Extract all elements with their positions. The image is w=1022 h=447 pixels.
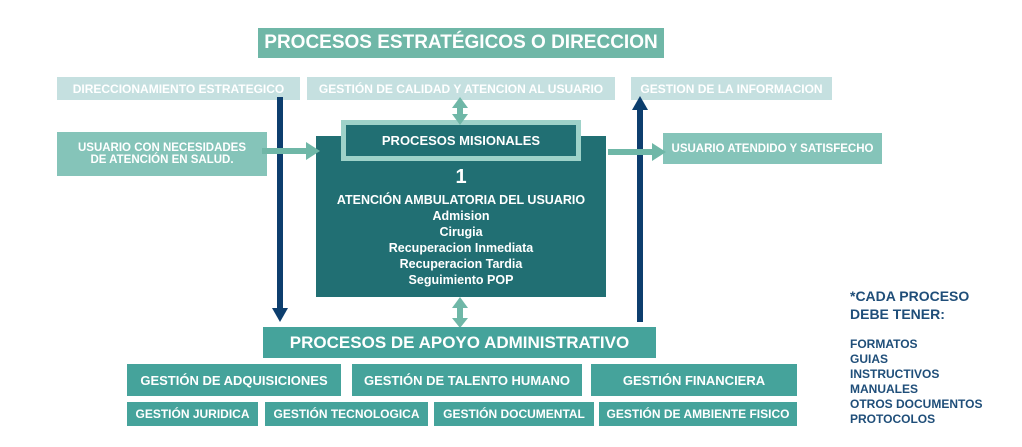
- box-tecnologica: GESTIÓN TECNOLOGICA: [265, 402, 428, 426]
- apoyo-title: PROCESOS DE APOYO ADMINISTRATIVO: [263, 327, 656, 358]
- output-box: USUARIO ATENDIDO Y SATISFECHO: [663, 133, 882, 164]
- box-ambiente-fisico: GESTIÓN DE AMBIENTE FISICO: [599, 402, 797, 426]
- note-item: PROTOCOLOS: [850, 412, 936, 426]
- arrow-right-icon: [608, 143, 666, 161]
- note-item: FORMATOS: [850, 337, 918, 351]
- box-juridica: GESTIÓN JURIDICA: [127, 402, 258, 426]
- box-informacion: GESTION DE LA INFORMACION: [631, 77, 832, 100]
- box-financiera: GESTIÓN FINANCIERA: [591, 364, 797, 396]
- arrow-up-icon: [632, 96, 648, 322]
- misional-line: ATENCIÓN AMBULATORIA DEL USUARIO: [336, 193, 586, 207]
- misional-line: Admision: [432, 209, 490, 223]
- misional-number: 1: [455, 166, 467, 188]
- misional-box: 1 ATENCIÓN AMBULATORIA DEL USUARIO Admis…: [316, 136, 606, 297]
- arrow-down-icon: [272, 97, 288, 322]
- note-item: OTROS DOCUMENTOS: [850, 397, 983, 411]
- double-arrow-icon: [452, 297, 468, 328]
- notes: *CADA PROCESO DEBE TENER: FORMATOS GUIAS…: [850, 287, 1000, 427]
- note-item: GUIAS: [850, 352, 889, 366]
- strategic-title: PROCESOS ESTRATÉGICOS O DIRECCION: [258, 28, 664, 58]
- notes-heading: *CADA PROCESO DEBE TENER:: [850, 288, 970, 322]
- misional-line: Recuperacion Tardia: [399, 257, 523, 271]
- box-calidad: GESTIÓN DE CALIDAD Y ATENCION AL USUARIO: [307, 77, 615, 100]
- double-arrow-icon: [452, 97, 468, 125]
- box-documental: GESTIÓN DOCUMENTAL: [434, 402, 594, 426]
- arrow-right-icon: [262, 142, 320, 160]
- misional-line: Cirugia: [439, 225, 483, 239]
- box-talento-humano: GESTIÓN DE TALENTO HUMANO: [352, 364, 582, 396]
- box-direccionamiento: DIRECCIONAMIENTO ESTRATEGICO: [57, 77, 300, 100]
- misional-line: Recuperacion Inmediata: [388, 241, 534, 255]
- note-item: MANUALES: [850, 382, 918, 396]
- input-box: USUARIO CON NECESIDADES DE ATENCIÓN EN S…: [57, 132, 267, 176]
- note-item: INSTRUCTIVOS: [850, 367, 940, 381]
- box-adquisiciones: GESTIÓN DE ADQUISICIONES: [127, 364, 341, 396]
- misional-line: Seguimiento POP: [408, 273, 514, 287]
